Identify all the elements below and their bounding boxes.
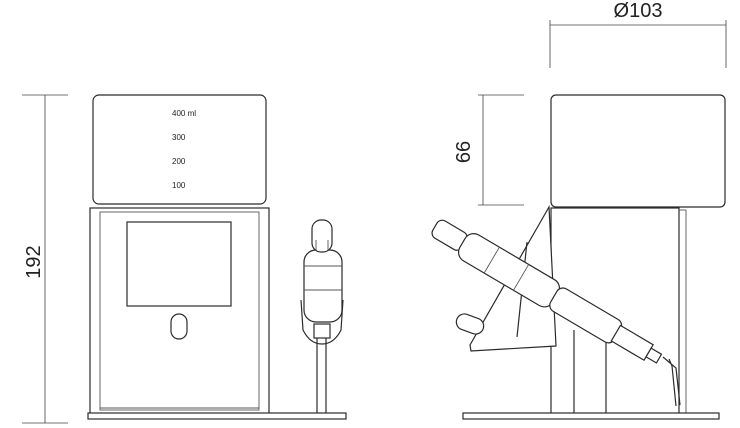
jar-height-label: 66 [453, 141, 475, 163]
base-unit [89, 207, 270, 415]
jar [92, 94, 267, 205]
display-screen [126, 221, 232, 307]
handpiece-stand [300, 219, 344, 413]
diameter-dimension: Ø103 [549, 0, 727, 68]
height-label: 192 [23, 245, 45, 278]
control-knob [170, 313, 188, 340]
side-handpiece [431, 219, 663, 364]
scale-mark-100: 100 [172, 181, 186, 190]
diameter-label: Ø103 [614, 0, 663, 22]
jar-height-dimension: 66 [453, 94, 524, 206]
handpiece-cap [311, 219, 333, 253]
side-knob [455, 313, 485, 335]
jar-scale: 400 ml 300 200 100 [172, 109, 196, 190]
scale-mark-400: 400 ml [172, 109, 196, 118]
side-view: Ø103 66 [431, 0, 727, 420]
handpiece-body [303, 249, 343, 323]
scale-mark-200: 200 [172, 157, 186, 166]
front-view: 192 400 ml 300 200 100 [22, 94, 347, 424]
base-plate [87, 412, 347, 420]
scale-mark-300: 300 [172, 133, 186, 142]
side-base-plate [462, 412, 720, 420]
height-dimension: 192 [22, 94, 68, 424]
jar-side [550, 94, 726, 208]
handpiece-tip [662, 356, 681, 407]
